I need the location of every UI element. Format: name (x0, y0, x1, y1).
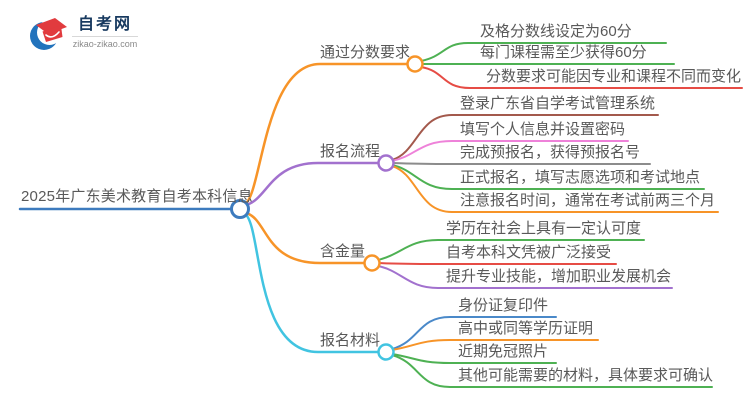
child-label: 填写个人信息并设置密码 (460, 121, 626, 138)
child-line (377, 265, 673, 289)
child-line (392, 162, 651, 165)
child-label: 完成预报名，获得预报名号 (460, 144, 641, 161)
graduation-cap-logo-icon (30, 18, 67, 50)
child-line (391, 164, 705, 190)
root-node-circle (230, 199, 250, 219)
child-line (377, 239, 645, 261)
site-url: zikao-zikao.com (72, 38, 138, 49)
child-line (391, 316, 557, 350)
child-line (391, 353, 557, 364)
site-logo: 自考网 zikao-zikao.com (28, 10, 138, 54)
branch-node-circle (406, 55, 424, 73)
branch-label-scores: 通过分数要求 (320, 44, 411, 61)
branch-line-scores (243, 62, 409, 206)
child-label: 自考本科文凭被广泛接受 (446, 244, 612, 261)
branch-line-materials (243, 212, 380, 354)
child-label: 及格分数线设定为60分 (480, 23, 632, 40)
child-label: 提升专业技能，增加职业发展机会 (446, 268, 672, 285)
branch-label-value: 含金量 (320, 243, 366, 260)
child-label: 注意报名时间，通常在考试前两三个月 (460, 192, 716, 209)
child-label: 分数要求可能因专业和课程不同而变化 (486, 68, 742, 85)
child-line (420, 66, 743, 89)
logo-divider (72, 35, 138, 37)
child-label: 近期免冠照片 (458, 343, 549, 360)
branch-node-circle (377, 343, 395, 361)
child-line (420, 42, 667, 62)
branch-node-circle (377, 154, 395, 172)
child-label: 其他可能需要的材料，具体要求可确认 (458, 367, 714, 384)
child-line (391, 165, 719, 213)
child-line (391, 140, 629, 162)
branch-node-circle (363, 254, 381, 272)
branch-line-process (244, 161, 380, 207)
child-label: 每门课程需至少获得60分 (480, 44, 647, 61)
child-line (391, 354, 713, 388)
branch-label-process: 报名流程 (320, 143, 381, 160)
child-line (391, 339, 599, 351)
child-label: 高中或同等学历证明 (458, 320, 594, 337)
child-label: 登录广东省自学考试管理系统 (460, 95, 656, 112)
child-line (378, 262, 617, 265)
branch-label-materials: 报名材料 (320, 332, 381, 349)
child-label: 身份证复印件 (458, 297, 549, 314)
child-label: 学历在社会上具有一定认可度 (446, 220, 642, 237)
child-line (391, 114, 659, 161)
child-label: 正式报名，填写志愿选项和考试地点 (460, 169, 701, 186)
branch-line-value (244, 211, 366, 265)
root-node-label: 2025年广东美术教育自考本科信息 (21, 188, 253, 205)
site-name: 自考网 (77, 15, 132, 33)
